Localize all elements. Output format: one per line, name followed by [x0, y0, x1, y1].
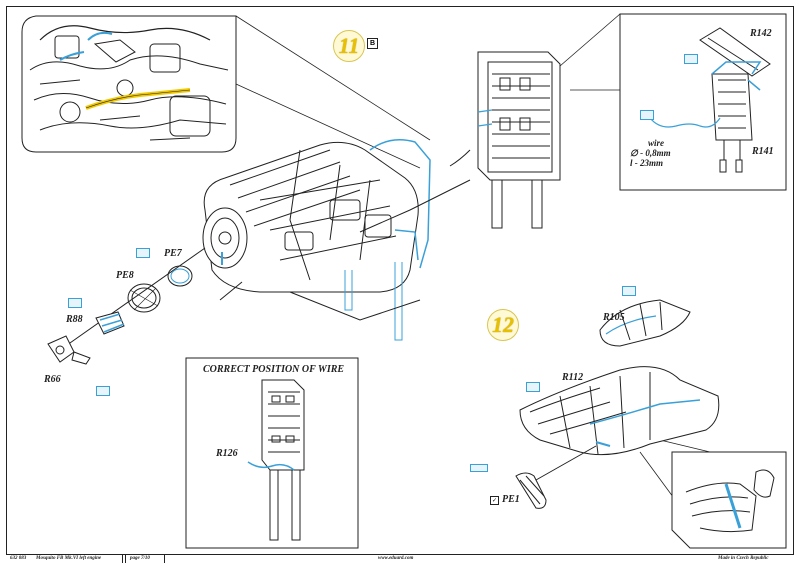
part-label-pe7: PE7 [164, 248, 182, 259]
detail-inset-bottom-right [671, 451, 787, 549]
color-callout-tag [684, 54, 698, 64]
part-label-r112: R112 [562, 372, 584, 383]
footer-url: www.eduard.com [378, 556, 414, 561]
engine-assembly [202, 139, 471, 341]
color-callout-tag [470, 464, 488, 472]
firewall-box-part [449, 51, 561, 229]
part-label-r66: R66 [44, 374, 61, 385]
part-label-pe8: PE8 [116, 270, 134, 281]
wire-label: wire [648, 138, 665, 148]
detail-inset-top-right [619, 13, 787, 191]
cowling-assembly [515, 299, 720, 509]
footer-made-in: Made in Czech Republic [718, 556, 769, 561]
footer-page: page 7/10 [130, 556, 150, 561]
color-callout-tag [96, 386, 110, 396]
part-label-r88: R88 [66, 314, 83, 325]
part-label-r105: R105 [603, 312, 625, 323]
instruction-sheet [6, 6, 794, 555]
propeller-hub-parts [47, 247, 206, 365]
part-label-r126: R126 [216, 448, 238, 459]
wire-length: l - 23mm [630, 158, 663, 168]
detail-inset-top-left [21, 15, 237, 153]
checkmark-icon: ✓ [490, 496, 499, 505]
wire-specification: wire ∅ - 0,8mm l - 23mm [630, 138, 671, 168]
color-callout-tag [136, 248, 150, 258]
wire-position-inset [185, 357, 359, 549]
footer-title: Mosquito FB Mk.VI left engine [36, 556, 102, 561]
color-callout-tag [640, 110, 654, 120]
footer-divider [122, 555, 123, 563]
inset-title: CORRECT POSITION OF WIRE [203, 364, 345, 375]
footer-code: 632 083 [10, 556, 27, 561]
step-12-number: 12 [487, 309, 519, 341]
part-label-pe1: PE1 [502, 494, 520, 505]
color-callout-tag [68, 298, 82, 308]
part-label-r141: R141 [752, 146, 774, 157]
footer-bar: 632 083 Mosquito FB Mk.VI left engine pa… [6, 555, 794, 565]
wire-diameter: ∅ - 0,8mm [630, 148, 671, 158]
color-callout-tag [526, 382, 540, 392]
color-callout-tag [622, 286, 636, 296]
footer-divider [125, 555, 126, 563]
footer-divider [164, 555, 165, 563]
part-label-r142: R142 [750, 28, 772, 39]
step-11-badge: B [367, 38, 378, 49]
step-11-number: 11 [333, 30, 365, 62]
